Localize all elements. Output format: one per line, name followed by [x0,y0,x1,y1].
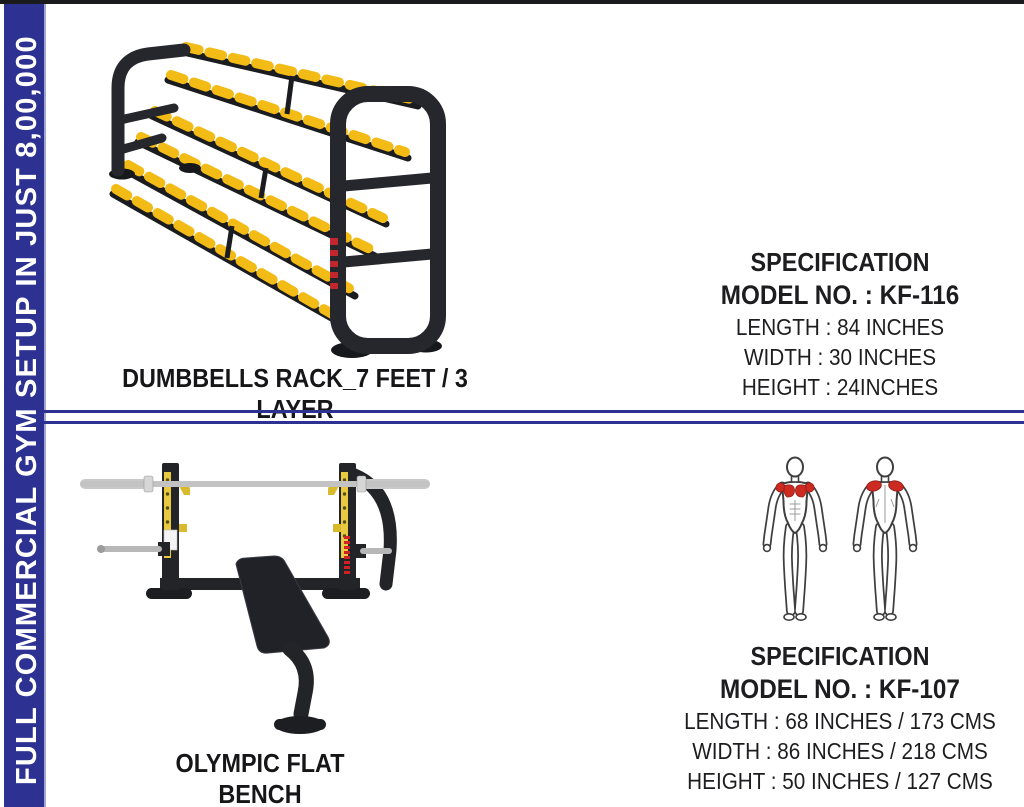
muscle-diagram [762,456,918,622]
muscle-diagram-back-figure [852,456,918,622]
dumbbell-rack-image [109,42,446,358]
spec-heading: SPECIFICATION [750,641,930,671]
spec-width: WIDTH : 30 INCHES [743,344,937,370]
side-banner-text: FULL COMMERCIAL GYM SETUP IN JUST 8,00,0… [11,35,43,785]
section-divider-top-line [44,410,1024,413]
spec-length: LENGTH : 84 INCHES [735,314,945,340]
product-title-dumbbells-rack: DUMBBELLS RACK_7 FEET / 3 LAYER [122,363,468,424]
spec-height: HEIGHT : 24INCHES [741,374,939,400]
spec-model-no: MODEL NO. : KF-116 [720,280,960,310]
rack-right-frame [330,86,446,358]
product-title-olympic-flat-bench: OLYMPIC FLAT BENCH [175,748,345,807]
bench-pad [235,555,330,654]
olympic-flat-bench-image [80,463,430,734]
specification-block-kf-116: SPECIFICATION MODEL NO. : KF-116 LENGTH … [705,246,975,402]
side-banner: FULL COMMERCIAL GYM SETUP IN JUST 8,00,0… [4,4,46,807]
highlighted-rear-shoulder-muscles [866,480,904,492]
barbell [80,475,430,493]
highlighted-chest-muscles [775,482,815,498]
spec-width: WIDTH : 86 INCHES / 218 CMS [692,738,988,764]
bench-front-leg [274,641,326,734]
rack-cross-braces [224,75,295,259]
page-top-border [0,0,1024,4]
spec-height: HEIGHT : 50 INCHES / 127 CMS [687,768,993,794]
brand-text-mark-icon [344,536,350,574]
specification-block-kf-107: SPECIFICATION MODEL NO. : KF-107 LENGTH … [674,640,1007,796]
bench-uprights [162,463,356,590]
muscle-diagram-front-figure [762,456,828,622]
spec-length: LENGTH : 68 INCHES / 173 CMS [684,708,996,734]
bench-weight-pegs [97,542,392,558]
rack-left-frame [109,43,201,180]
spec-heading: SPECIFICATION [750,247,930,277]
section-divider-bottom-line [44,421,1024,424]
spec-model-no: MODEL NO. : KF-107 [720,674,960,704]
brand-logo-mark-icon [330,238,338,289]
